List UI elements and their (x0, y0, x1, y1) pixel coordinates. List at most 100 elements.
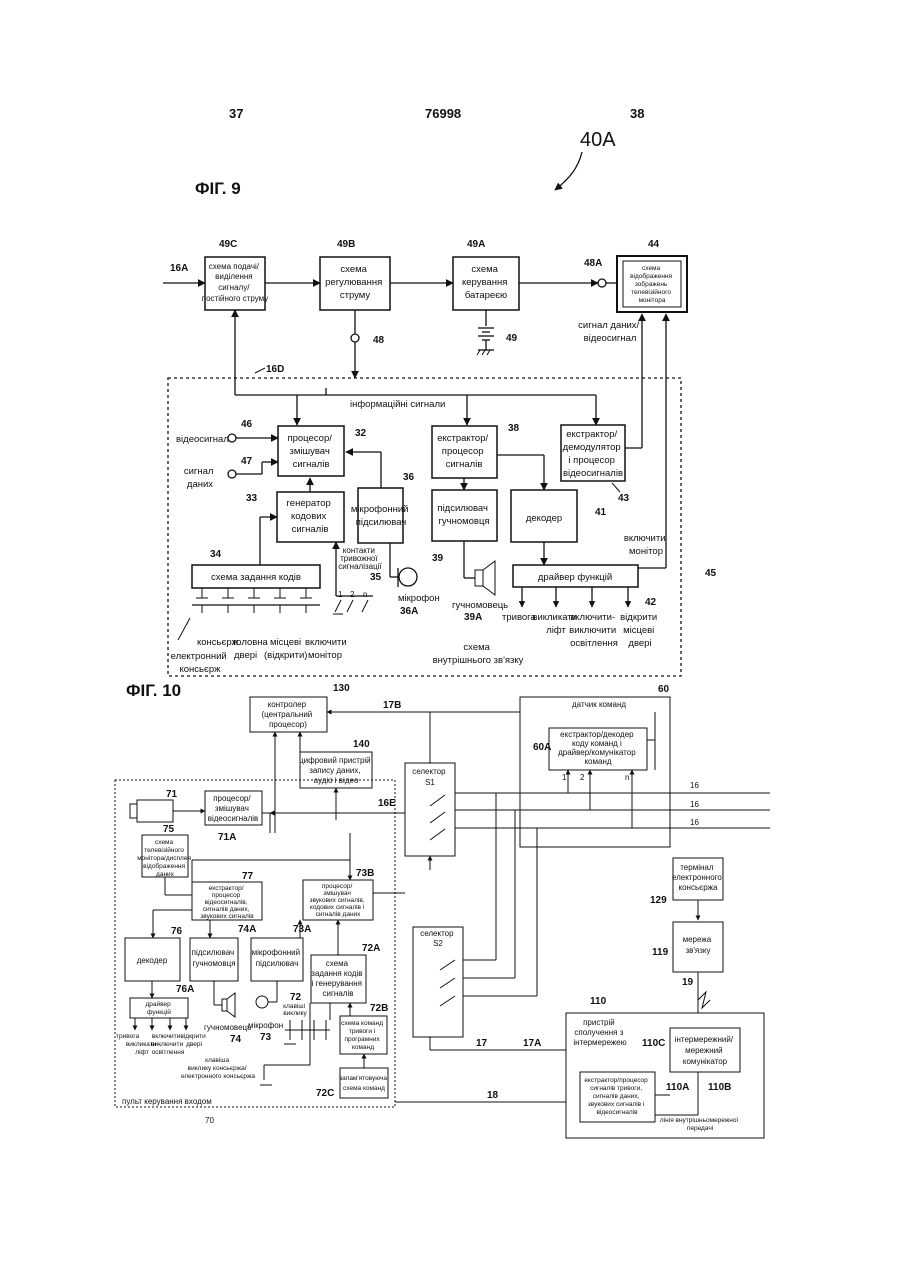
ref-129: 129 (650, 895, 667, 906)
ref-75: 75 (163, 824, 175, 835)
ref-17: 17 (476, 1038, 488, 1049)
ref-16E: 16E (378, 798, 396, 809)
switch-n: n (363, 590, 367, 599)
key-label-enable: включити (305, 637, 347, 648)
sensor-n: n (625, 773, 629, 782)
ref-49A: 49A (467, 239, 485, 250)
ref-72: 72 (290, 992, 302, 1003)
terminal-48A (598, 279, 606, 287)
ref-73A: 73A (293, 924, 311, 935)
ref-32: 32 (355, 428, 367, 439)
terminal-47 (228, 470, 236, 478)
fig10-label-microphone: мікрофон (248, 1021, 283, 1030)
fig10-output-alarm: тривога (116, 1033, 139, 1040)
fig10-title: ФІГ. 10 (126, 681, 181, 700)
label-data-signal: сигнал даних (184, 466, 216, 490)
ref-36: 36 (403, 472, 415, 483)
ref-110B: 110B (708, 1082, 731, 1093)
microphone-icon (399, 568, 417, 586)
sensor-1: 1 (562, 773, 567, 782)
box-33-text: генератор кодових сигналів (287, 498, 334, 535)
ref-49C: 49C (219, 239, 237, 250)
box-130-text: контролер (центральний процесор) (261, 700, 314, 729)
ref-42: 42 (645, 597, 657, 608)
ref-16A: 16A (170, 263, 188, 274)
ref-48: 48 (373, 335, 385, 346)
figure-reference-arrow (555, 152, 582, 190)
ref-46: 46 (241, 419, 253, 430)
key-switches (196, 588, 312, 613)
network-break-icon (698, 992, 710, 1008)
key-label-monitor: монітор (308, 650, 342, 661)
ref-70: 70 (205, 1116, 214, 1125)
ref-16D: 16D (266, 364, 284, 375)
ref-33: 33 (246, 493, 258, 504)
figure-reference: 40A (580, 129, 616, 151)
switch-2: 2 (350, 590, 355, 599)
label-concierge-key: клавіша виклику консьєржа/ електронного … (181, 1056, 255, 1080)
ref-130: 130 (333, 683, 350, 694)
box-32-text: процесор/ змішувач сигналів (287, 433, 334, 470)
ref-110C: 110C (642, 1038, 665, 1049)
output-light: включити- виключити освітлення (569, 612, 619, 649)
box-34-text: схема задання кодів (211, 572, 301, 583)
fig10-microphone-icon (256, 996, 268, 1008)
ref-77: 77 (242, 871, 254, 882)
terminal-48 (351, 334, 359, 342)
box-selector-S1 (405, 763, 455, 856)
key-label-local: місцеві (270, 637, 301, 648)
label-microphone: мікрофон (398, 593, 440, 604)
sensor-2: 2 (580, 773, 585, 782)
ref-34: 34 (210, 549, 222, 560)
ref-76A: 76A (176, 984, 194, 995)
box-60 (520, 697, 670, 847)
ref-17B: 17B (383, 700, 401, 711)
ref-19: 19 (682, 977, 694, 988)
box-76-text: декодер (137, 956, 168, 965)
ref-39A: 39A (464, 612, 482, 623)
ref-49B: 49B (337, 239, 355, 250)
ref-16-b: 16 (690, 800, 699, 809)
ref-119: 119 (652, 947, 669, 958)
label-enable-monitor: включити монітор (624, 533, 668, 557)
ref-74A: 74A (238, 924, 256, 935)
ref-73: 73 (260, 1032, 272, 1043)
output-alarm: тривога (502, 612, 536, 623)
ref-16-c: 16 (690, 818, 699, 827)
ref-36A: 36A (400, 606, 418, 617)
ref-16-a: 16 (690, 781, 699, 790)
label-speaker: гучномовець (452, 600, 508, 611)
ref-49: 49 (506, 333, 518, 344)
fig10-speaker-icon (222, 999, 227, 1011)
ref-17A: 17A (523, 1038, 541, 1049)
ref-41: 41 (595, 507, 607, 518)
label-electronic-concierge: електронний консьєрж (171, 651, 230, 675)
ref-60: 60 (658, 684, 670, 695)
label-intercom: схема внутрішнього зв'язку (433, 642, 524, 666)
ref-18: 18 (487, 1090, 499, 1101)
key-label-open: (відкрити) (264, 650, 307, 661)
ref-71: 71 (166, 789, 178, 800)
page-number-right: 38 (630, 106, 644, 121)
ref-76: 76 (171, 926, 183, 937)
speaker-icon (475, 570, 483, 586)
ref-48A: 48A (584, 258, 602, 269)
ref-71A: 71A (218, 832, 236, 843)
label-info-signals: інформаційні сигнали (350, 399, 445, 410)
label-data-video: сигнал даних/ відеосигнал (578, 320, 642, 344)
ref-72B: 72B (370, 1003, 388, 1014)
ref-47: 47 (241, 456, 253, 467)
ref-74: 74 (230, 1034, 242, 1045)
label-contacts: контакти тривожної сигналізації (338, 546, 382, 571)
ref-45: 45 (705, 568, 717, 579)
box-42-text: драйвер функцій (538, 572, 612, 583)
label-command-sensor: датчик команд (572, 700, 626, 709)
speaker-cone (483, 561, 495, 595)
patent-number: 76998 (425, 106, 461, 121)
terminal-46 (228, 434, 236, 442)
ref-38: 38 (508, 423, 520, 434)
ref-43: 43 (618, 493, 630, 504)
ref-39: 39 (432, 553, 444, 564)
box-41-text: декодер (526, 513, 562, 524)
